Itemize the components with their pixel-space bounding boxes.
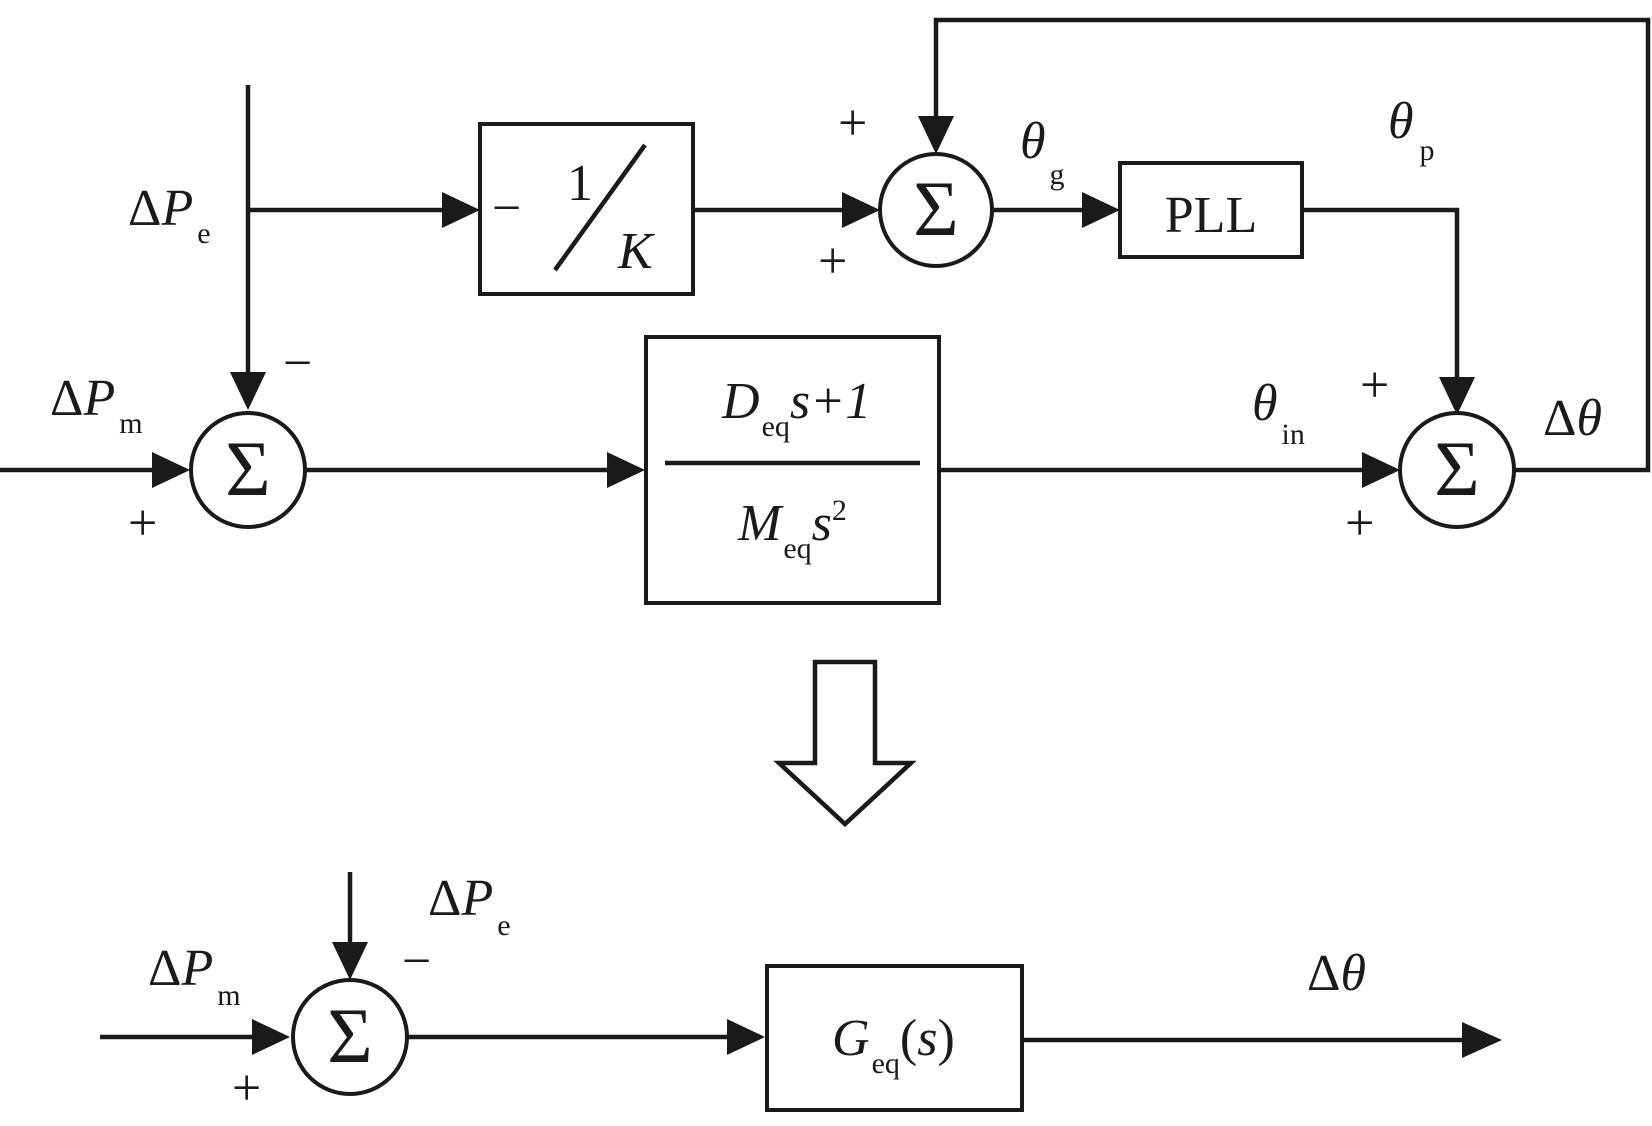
arrowhead-output [1462, 1022, 1502, 1058]
gain-numerator: 1 [567, 155, 593, 212]
tf-denominator: Meqs2 [737, 494, 847, 565]
theta-g-label: θg [1020, 113, 1065, 191]
gain-block [478, 122, 695, 296]
theta-p-label: θp [1388, 93, 1435, 167]
sign-plus-top-feedback: + [838, 95, 867, 152]
arrowhead-geq-in [727, 1019, 765, 1055]
bottom-sum-symbol: Σ [327, 992, 372, 1079]
arrowhead-bottom-sum-in [252, 1019, 290, 1055]
delta-theta-label: Δθ [1543, 390, 1602, 447]
arrowhead-tf-in [607, 452, 645, 488]
gain-minus-sign: − [492, 180, 521, 237]
gain-fraction-slash [553, 143, 647, 272]
geq-block [765, 964, 1024, 1112]
arrowhead-gain-in [442, 192, 480, 228]
feedback-loop-line [933, 17, 1651, 473]
arrowhead-pe-down [230, 372, 266, 410]
sign-plus-top-gain: + [818, 233, 847, 290]
bottom-delta-theta-label: Δθ [1307, 945, 1366, 1002]
gain-denominator: K [617, 223, 655, 280]
arrowhead-sum-top-feedback [918, 116, 954, 154]
arrowhead-bottom-pe-down [332, 942, 368, 980]
sign-minus-left: − [283, 335, 312, 392]
sign-plus-right-top: + [1360, 357, 1389, 414]
arrowhead-sum-left-in [152, 452, 190, 488]
transfer-function-block [644, 335, 941, 605]
arrowhead-pll-in [1082, 192, 1120, 228]
bottom-sign-plus: + [232, 1060, 261, 1117]
pll-block [1118, 161, 1304, 259]
arrowhead-sum-right-top [1439, 377, 1475, 415]
theta-in-label: θin [1252, 375, 1305, 451]
geq-label: Geq(s) [832, 1010, 955, 1080]
sum-symbol-left: Σ [225, 425, 270, 512]
arrowhead-sum-right-in [1362, 452, 1400, 488]
pll-label: PLL [1165, 187, 1257, 244]
pll-to-sum-line [1302, 207, 1460, 380]
bottom-sign-minus: − [402, 933, 431, 990]
sign-plus-left: + [128, 495, 157, 552]
arrowhead-sum-top-in [842, 192, 880, 228]
transform-arrow-icon [773, 659, 917, 828]
sign-plus-right-bottom: + [1345, 495, 1374, 552]
sum-symbol-top: Σ [913, 165, 958, 252]
tf-numerator: Deqs+1 [721, 373, 871, 443]
sum-symbol-right: Σ [1434, 425, 1479, 512]
